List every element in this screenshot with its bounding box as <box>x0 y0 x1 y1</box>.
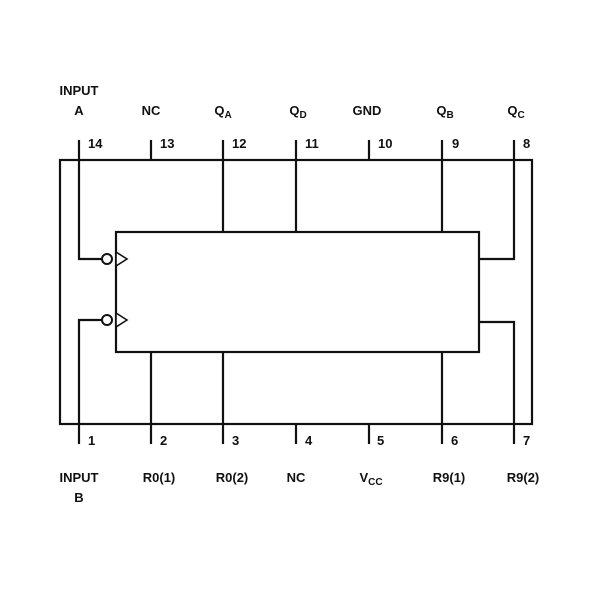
pin-12-label: QA <box>214 103 232 121</box>
pin-11-label: QD <box>289 103 307 121</box>
wire-input-b <box>77 318 102 424</box>
pin-11-number: 11 <box>305 136 319 151</box>
pin-9-label: QB <box>436 103 454 121</box>
pin-14-label-line1: INPUT <box>59 83 99 98</box>
pin-13-number: 13 <box>160 136 175 151</box>
logic-block <box>114 230 481 354</box>
input-b-inversion-bubble <box>101 314 113 326</box>
pin-12-number: 12 <box>232 136 247 151</box>
pin-2-number: 2 <box>160 433 168 448</box>
pin-8-number: 8 <box>523 136 531 151</box>
pin-10-label: GND <box>352 103 382 118</box>
pin-3-label: R0(2) <box>215 470 249 485</box>
pin-1-number: 1 <box>88 433 96 448</box>
input-a-clock-triangle <box>115 250 129 268</box>
wire-input-a <box>77 160 102 261</box>
pin-3-number: 3 <box>232 433 240 448</box>
pin-14-label: A <box>74 103 84 118</box>
pin-7-label: R9(2) <box>506 470 540 485</box>
pin-4-number: 4 <box>305 433 313 448</box>
pin-1-label-line1: INPUT <box>59 470 99 485</box>
pin-5-label: VCC <box>359 470 383 488</box>
pin-1-label-line2: B <box>74 490 84 505</box>
pin-9-number: 9 <box>452 136 460 151</box>
input-a-inversion-bubble <box>101 253 113 265</box>
pin-2-label: R0(1) <box>142 470 176 485</box>
pin-7-number: 7 <box>523 433 531 448</box>
pin-8-label: QC <box>507 103 525 121</box>
pin-4-label: NC <box>286 470 306 485</box>
pin-14-number: 14 <box>88 136 103 151</box>
input-b-clock-triangle <box>115 311 129 329</box>
pin-13-label: NC <box>141 103 161 118</box>
pin-5-number: 5 <box>377 433 385 448</box>
wire-qc <box>479 160 516 261</box>
pin-6-label: R9(1) <box>432 470 466 485</box>
wire-r9-2 <box>479 320 516 424</box>
pin-10-number: 10 <box>378 136 393 151</box>
pin-6-number: 6 <box>451 433 459 448</box>
